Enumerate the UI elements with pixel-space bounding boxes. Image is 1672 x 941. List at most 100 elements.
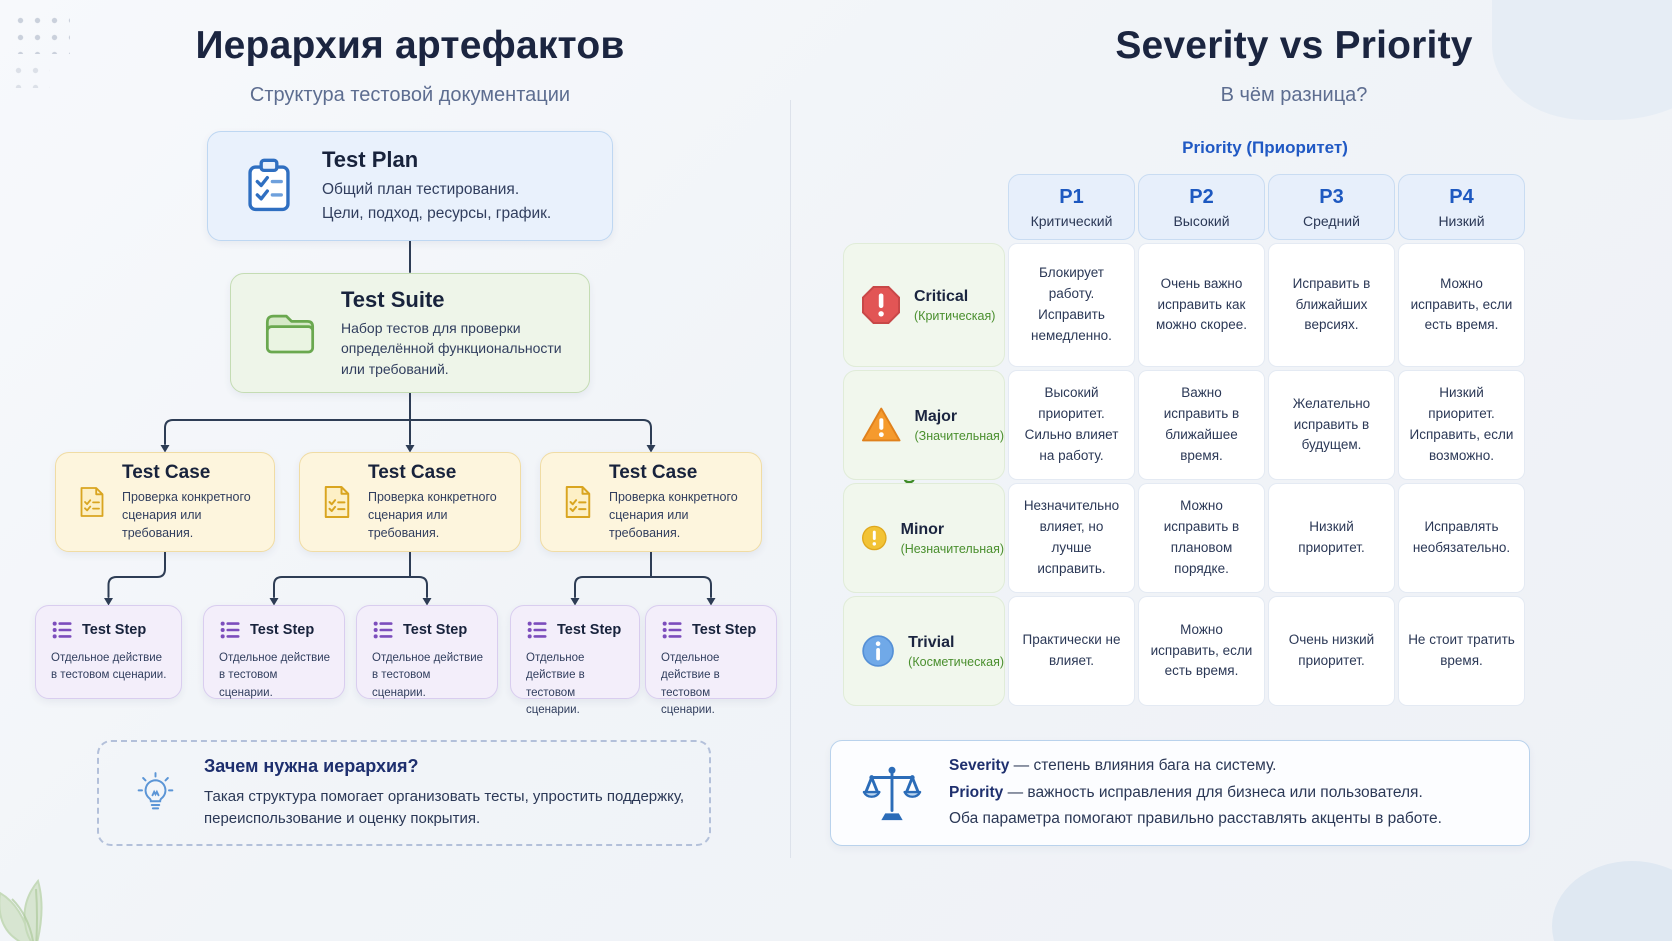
severity-term: Severity	[949, 757, 1010, 775]
list-icon	[662, 621, 682, 639]
test-suite-node: Test Suite Набор тестов для проверки опр…	[230, 273, 590, 393]
node-desc: Проверка конкретного сценария или требов…	[122, 489, 251, 541]
matrix-cell-trivial-p1: Практически не влияет.	[1008, 596, 1135, 706]
node-desc: Отдельное действие в тестовом сценарии.	[51, 652, 167, 682]
priority-header-p1: P1 Критический	[1008, 174, 1135, 240]
node-desc: Цели, подход, ресурсы, график.	[322, 204, 552, 222]
node-desc: Отдельное действие в тестовом сценарии.	[372, 652, 484, 699]
node-title: Test Plan	[322, 147, 419, 173]
priority-term: Priority	[949, 783, 1004, 801]
node-title: Test Suite	[341, 287, 445, 313]
test-step-node: Test Step Отдельное действие в тестовом …	[35, 605, 182, 699]
node-title: Test Case	[122, 461, 211, 483]
severity-priority-legend: Severity — степень влияния бага на систе…	[830, 740, 1530, 846]
severity-row-major: Major (Значительная)	[843, 370, 1005, 480]
leaf-decoration	[0, 878, 43, 941]
left-panel-title: Иерархия артефактов	[195, 24, 625, 67]
list-icon	[220, 621, 240, 639]
severity-sublabel: (Значительная)	[914, 428, 1004, 443]
legend-line-priority: Priority — важность исправления для бизн…	[949, 780, 1442, 806]
document-checklist-icon	[80, 487, 104, 517]
node-desc: Проверка конкретного сценария или требов…	[609, 489, 738, 541]
right-panel-subtitle: В чём разница?	[1220, 84, 1368, 106]
severity-sublabel: (Критическая)	[914, 308, 996, 323]
document-checklist-icon	[565, 486, 591, 518]
priority-code: P1	[1059, 185, 1084, 208]
matrix-cell-critical-p2: Очень важно исправить как можно скорее.	[1138, 243, 1265, 367]
node-title: Test Case	[609, 461, 698, 483]
left-panel-subtitle: Структура тестовой документации	[249, 84, 571, 106]
matrix-cell-major-p1: Высокий приоритет. Сильно влияет на рабо…	[1008, 370, 1135, 480]
priority-definition: — важность исправления для бизнеса или п…	[1003, 783, 1423, 801]
node-title: Test Case	[368, 461, 457, 483]
severity-name: Critical	[914, 287, 969, 305]
list-icon	[373, 621, 393, 639]
matrix-cell-trivial-p3: Очень низкий приоритет.	[1268, 596, 1395, 706]
severity-definition: — степень влияния бага на систему.	[1009, 757, 1277, 775]
corner-blob-decoration	[1492, 0, 1672, 120]
exclamation-circle-icon	[861, 525, 887, 551]
severity-row-trivial: Trivial (Косметическая)	[843, 596, 1005, 706]
matrix-corner-spacer	[843, 174, 1005, 240]
severity-row-minor: Minor (Незначительная)	[843, 483, 1005, 593]
note-text: Такая структура помогает организовать те…	[204, 787, 685, 828]
severity-name: Minor	[900, 520, 945, 538]
list-icon	[52, 621, 72, 639]
matrix-cell-critical-p1: Блокирует работу. Исправить немедленно.	[1008, 243, 1135, 367]
legend-text: Severity — степень влияния бага на систе…	[949, 753, 1442, 832]
test-step-node: Test Step Отдельное действие в тестовом …	[356, 605, 498, 699]
node-desc: Отдельное действие в тестовом сценарии.	[661, 652, 720, 716]
stop-octagon-icon	[862, 286, 900, 324]
matrix-cell-minor-p4: Исправлять необязательно.	[1398, 483, 1525, 593]
panel-divider	[790, 100, 791, 858]
hierarchy-note-box: Зачем нужна иерархия? Такая структура по…	[97, 740, 711, 846]
node-title: Test Step	[403, 622, 468, 638]
priority-label: Низкий	[1438, 212, 1485, 229]
priority-header-p3: P3 Средний	[1268, 174, 1395, 240]
severity-priority-matrix: P1 Критический P2 Высокий P3 Средний P4 …	[843, 174, 1525, 706]
matrix-cell-major-p4: Низкий приоритет. Исправить, если возмож…	[1398, 370, 1525, 480]
test-step-node: Test Step Отдельное действие в тестовом …	[645, 605, 777, 716]
priority-label: Средний	[1303, 212, 1360, 229]
severity-name: Major	[914, 407, 958, 425]
document-checklist-icon	[324, 486, 350, 518]
node-desc: Общий план тестирования.	[322, 181, 520, 199]
priority-code: P3	[1319, 185, 1344, 208]
test-case-node: Test Case Проверка конкретного сценария …	[299, 452, 521, 552]
clipboard-icon	[248, 158, 290, 212]
matrix-cell-minor-p3: Низкий приоритет.	[1268, 483, 1395, 593]
lightbulb-icon	[137, 772, 174, 810]
node-desc: Набор тестов для проверки определённой ф…	[341, 320, 562, 377]
node-title: Test Step	[82, 622, 147, 638]
legend-line-severity: Severity — степень влияния бага на систе…	[949, 753, 1442, 779]
matrix-cell-major-p2: Важно исправить в ближайшее время.	[1138, 370, 1265, 480]
test-step-node: Test Step Отдельное действие в тестовом …	[510, 605, 640, 716]
priority-label: Критический	[1030, 212, 1113, 229]
matrix-cell-minor-p1: Незначительно влияет, но лучше исправить…	[1008, 483, 1135, 593]
scales-icon	[862, 766, 922, 821]
right-panel-title: Severity vs Priority	[1115, 24, 1473, 67]
matrix-cell-minor-p2: Можно исправить в плановом порядке.	[1138, 483, 1265, 593]
severity-row-critical: Critical (Критическая)	[843, 243, 1005, 367]
priority-header-p4: P4 Низкий	[1398, 174, 1525, 240]
list-icon	[527, 621, 547, 639]
dot-grid-decoration	[10, 62, 50, 88]
node-title: Test Step	[557, 622, 622, 638]
node-desc: Отдельное действие в тестовом сценарии.	[219, 652, 331, 699]
severity-sublabel: (Незначительная)	[900, 541, 1004, 556]
matrix-cell-trivial-p4: Не стоит тратить время.	[1398, 596, 1525, 706]
priority-label: Высокий	[1173, 212, 1230, 229]
dot-grid-decoration	[12, 12, 70, 54]
priority-code: P4	[1449, 185, 1474, 208]
legend-line-summary: Оба параметра помогают правильно расстав…	[949, 810, 1442, 828]
node-desc: Проверка конкретного сценария или требов…	[368, 489, 497, 541]
node-desc: Отдельное действие в тестовом сценарии.	[526, 652, 585, 716]
test-case-node: Test Case Проверка конкретного сценария …	[540, 452, 762, 552]
test-step-node: Test Step Отдельное действие в тестовом …	[203, 605, 345, 699]
severity-name: Trivial	[908, 633, 955, 651]
matrix-cell-critical-p4: Можно исправить, если есть время.	[1398, 243, 1525, 367]
node-title: Test Step	[692, 622, 757, 638]
priority-axis-label: Priority (Приоритет)	[1182, 138, 1348, 157]
matrix-cell-trivial-p2: Можно исправить, если есть время.	[1138, 596, 1265, 706]
